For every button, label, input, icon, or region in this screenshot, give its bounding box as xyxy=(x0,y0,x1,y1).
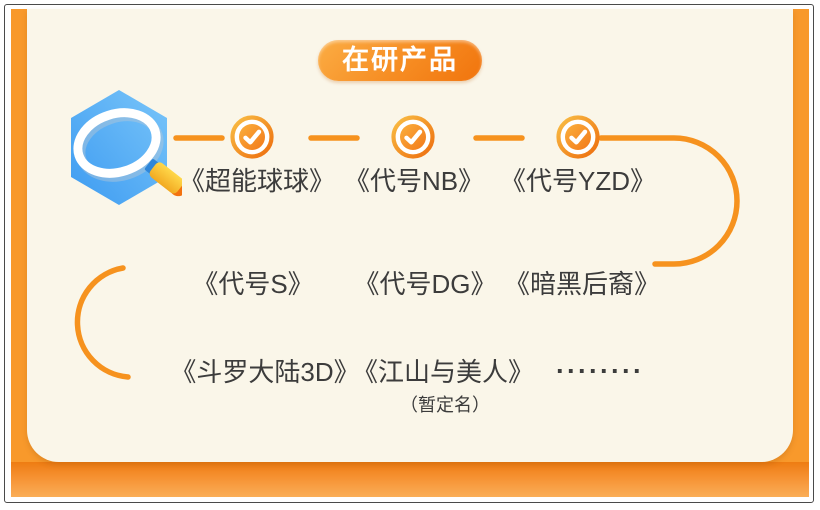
ellipsis-dots: ········ xyxy=(556,356,644,386)
section-title: 在研产品 xyxy=(342,45,458,75)
check-badge-icon xyxy=(230,115,274,159)
tentative-name-note: （暂定名） xyxy=(400,395,490,415)
product-label: 《代号YZD》 xyxy=(499,166,657,196)
magnifier-glass xyxy=(73,108,182,197)
product-label: 《江山与美人》 xyxy=(351,357,535,387)
product-label: 《斗罗大陆3D》 xyxy=(170,357,360,387)
product-label: 《暗黑后裔》 xyxy=(503,269,661,299)
product-label: 《超能球球》 xyxy=(178,166,336,196)
check-badge-icon xyxy=(556,115,600,159)
product-label: 《代号S》 xyxy=(192,269,314,299)
product-label: 《代号NB》 xyxy=(343,166,485,196)
bottom-orange-band xyxy=(11,462,809,497)
product-label: 《代号DG》 xyxy=(353,269,497,299)
section-title-pill: 在研产品 xyxy=(318,40,482,81)
search-icon xyxy=(71,90,182,205)
check-badge-icon xyxy=(391,115,435,159)
